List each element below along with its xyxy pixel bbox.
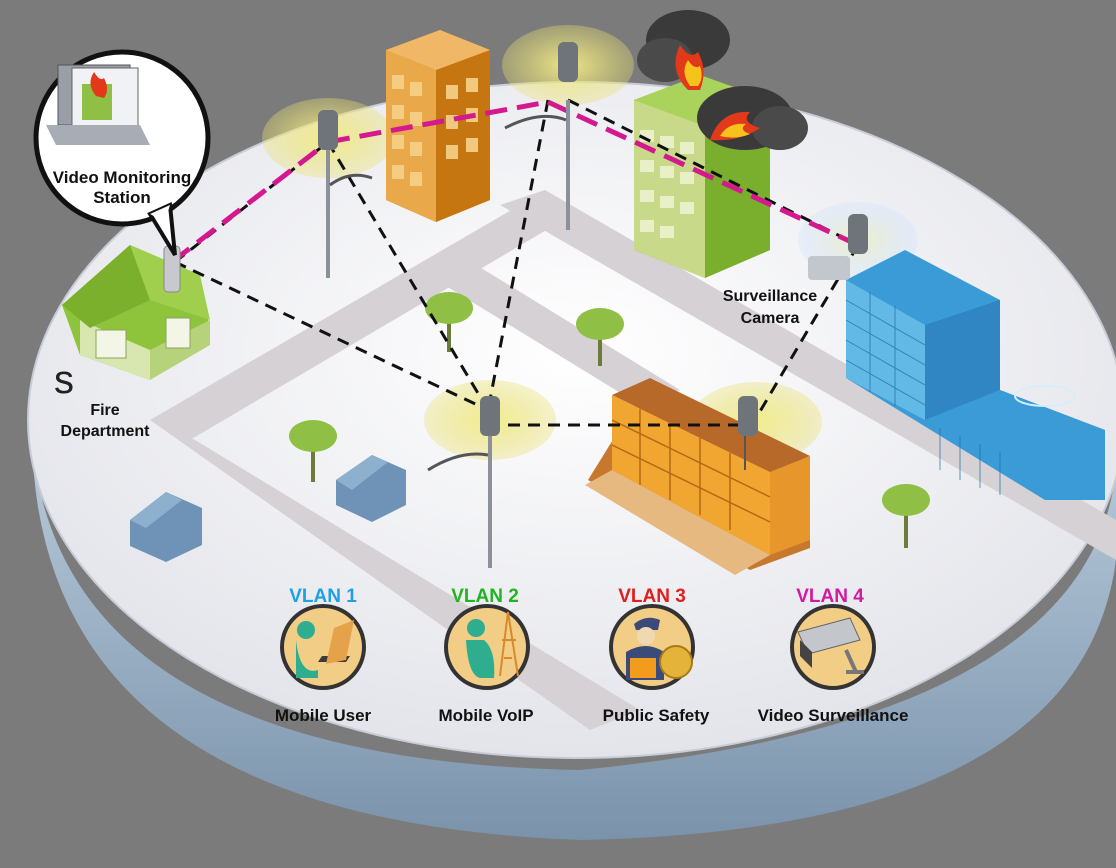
police-icon (609, 604, 695, 690)
fire-department-label: Fire Department (40, 400, 170, 442)
mobile-user-icon (280, 604, 366, 690)
mobile-voip-icon (444, 604, 530, 690)
fire-dept-line1: Fire (90, 402, 120, 419)
mobile-voip-caption: Mobile VoIP (438, 706, 534, 725)
mesh-node-1 (318, 110, 373, 278)
cropped-text-fragment: s (54, 358, 74, 402)
camera-line2: Camera (740, 310, 800, 327)
camera-line1: Surveillance (722, 288, 818, 305)
fire-dept-line2: Department (60, 423, 150, 440)
smoke-and-fire (637, 10, 808, 150)
video-path (170, 99, 860, 264)
vlan-4-label: VLAN 4 (796, 586, 864, 607)
mobile-user-caption: Mobile User (274, 706, 372, 725)
vlan-3-label: VLAN 3 (618, 586, 686, 607)
video-monitoring-station-label: Video Monitoring Station (22, 168, 222, 208)
orange-low-building (585, 378, 810, 575)
mesh-node-2 (504, 42, 578, 230)
mesh-node-5 (738, 396, 758, 436)
mesh-node-4 (427, 396, 500, 568)
mesh-node-3 (808, 214, 868, 280)
mesh-nodes (163, 42, 868, 568)
public-safety-caption: Public Safety (602, 706, 710, 725)
video-station-line2: Station (93, 188, 151, 207)
vlan-icons (280, 604, 876, 690)
trees (289, 292, 930, 548)
video-surveillance-caption: Video Surveillance (757, 706, 909, 725)
video-station-line1: Video Monitoring (52, 168, 192, 187)
surveillance-camera-label: Surveillance Camera (690, 286, 850, 330)
vlan-1-label: VLAN 1 (289, 586, 357, 607)
vlan-2-label: VLAN 2 (451, 586, 519, 607)
orange-tower-building (386, 30, 490, 222)
houses (130, 455, 406, 562)
video-monitoring-station (33, 49, 211, 257)
camera-icon (790, 604, 876, 690)
blue-office-building (845, 250, 1105, 500)
